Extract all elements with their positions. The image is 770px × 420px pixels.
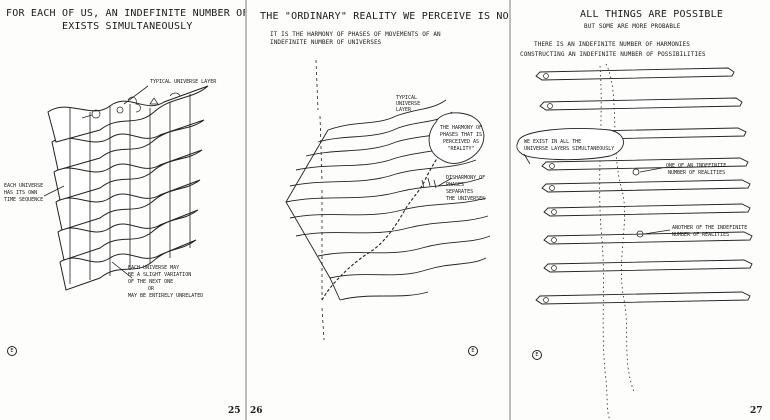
page-25-number: 25 [228,406,241,416]
page-26: The "ordinary" reality we perceive is no… [246,0,510,420]
disharmony-label-4: the universes [446,196,486,202]
variation-label-2: be a slight variation [128,272,192,278]
page-26-subtitle-line2: indefinite number of universes [270,39,382,46]
own-time-label-3: time sequence [4,197,44,203]
page-27-subtitle-line1: There is an indefinite number of harmoni… [534,41,690,48]
leader-lines [43,85,149,279]
vertical-dashed-line [315,59,325,341]
own-time-label-1: Each universe [4,183,44,189]
reality-markers [632,167,671,238]
one-of-label-1: One of an indefinite [666,163,727,169]
typical-layer-label-1: Typical [396,95,418,101]
we-exist-label-1: We exist in all the [524,139,582,145]
another-label-1: Another of the indefinite [672,225,748,231]
page-25-mark: E [7,346,17,356]
disharmony-label-1: Disharmony of [446,175,486,181]
page-26-subtitle-line1: It is the harmony of phases of movements… [270,31,441,38]
page-26-title: The "ordinary" reality we perceive is no… [260,11,510,22]
stacked-layers [47,85,209,291]
variation-label-3: of the next one [128,279,174,285]
disharmony-label-2: phases [446,182,465,188]
harmony-dotted-path [321,149,445,301]
harmony-label-2: phases that is [439,132,483,138]
own-time-label-2: has its own [4,190,38,196]
variation-label-4: or [148,286,155,292]
typical-layer-label-3: layer [396,107,412,113]
possibility-strips-drawing [516,63,753,420]
page-26-number: 26 [250,406,263,416]
harmony-label-1: The harmony of [439,125,483,131]
possibility-strips [535,67,753,305]
page-27-title-line1: All things are possible [580,9,724,20]
trajectory-dotted-right [605,63,635,393]
page-25-title-line1: For each of us, an indefinite number of … [6,8,246,19]
disharmony-label-3: separates [446,189,474,195]
variation-label-1: Each universe may [128,265,180,271]
page-27-number: 27 [750,406,763,416]
page-27-title-line2: but some are more probable [584,23,681,30]
speech-bubble-tail [523,153,531,165]
we-exist-label-2: universe layers simultaneously [524,146,615,152]
page-27-subtitle-line2: constructing an indefinite number of pos… [520,51,706,58]
we-exist-speech-bubble [516,128,624,161]
page-25-title-line2: exists simultaneously [62,21,193,32]
disharmony-marks [421,177,453,189]
typical-layer-label: Typical universe layer [150,79,217,85]
layer-grid-lines [69,94,191,284]
another-label-2: number of realities [672,232,730,238]
variation-label-5: may be entirely unrelated [128,293,204,299]
typical-layer-label-2: universe [396,101,421,107]
page-gutter-right [509,0,511,420]
harmony-speech-bubble [428,112,485,164]
page-26-mark: E [468,346,478,356]
page-25: For each of us, an indefinite number of … [0,0,246,420]
reality-harmony-drawing [285,59,491,341]
harmony-label-3: perceived as [442,139,480,145]
page-gutter-left [245,0,247,420]
page-27-mark: E [532,350,542,360]
universe-layers-drawing [43,85,209,291]
top-layer-sketches [81,92,181,119]
one-of-label-2: number of realities [668,170,726,176]
strip-start-circles [543,73,557,303]
harmony-label-4: "reality" [447,146,475,152]
page-27: All things are possible but some are mor… [510,0,770,420]
